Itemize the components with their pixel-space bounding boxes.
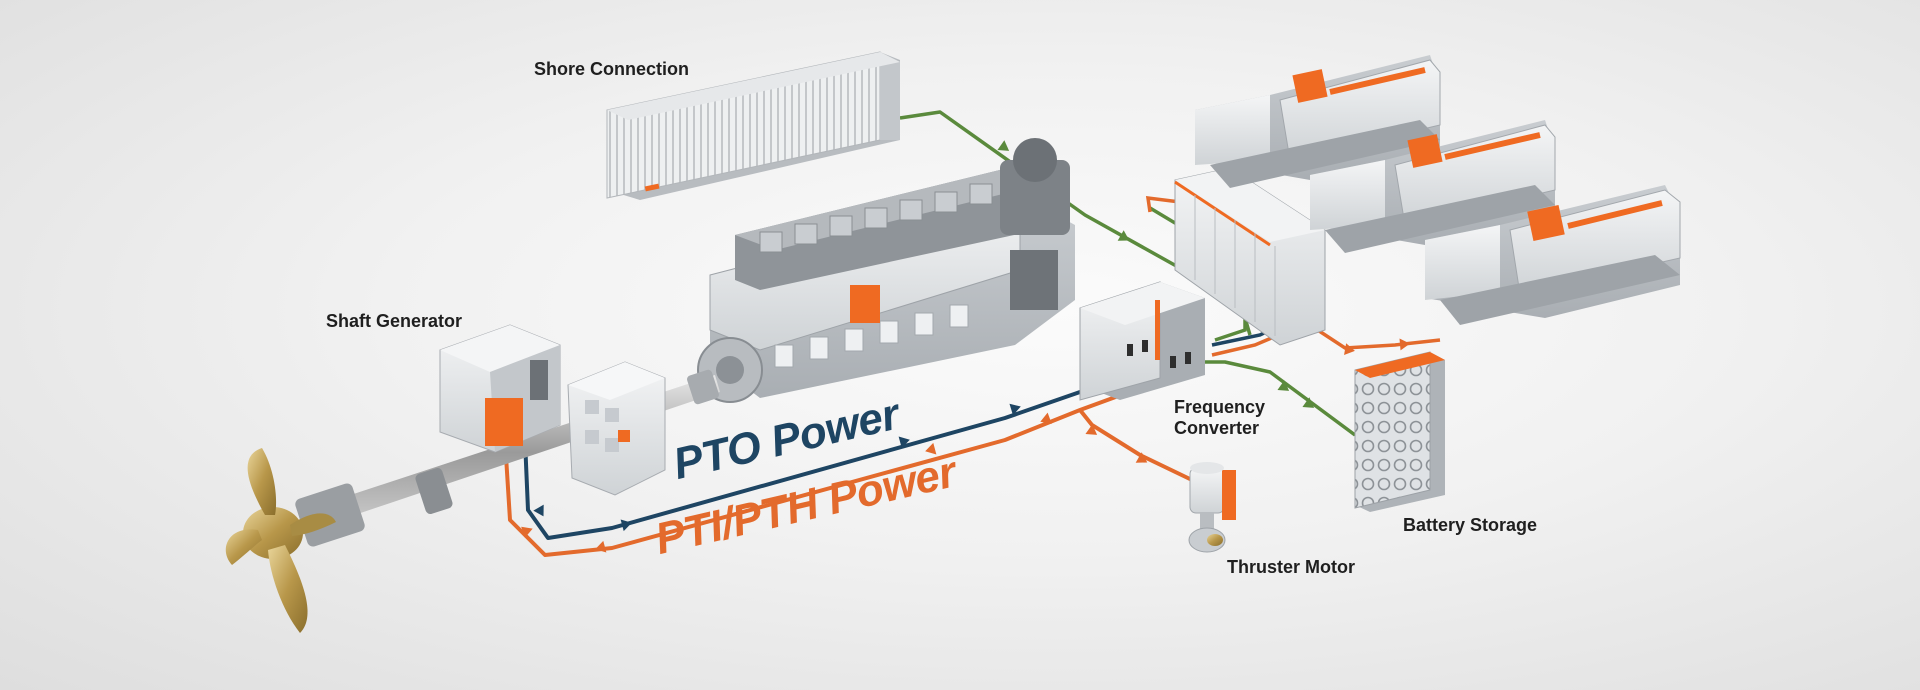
genset-2 (1310, 120, 1556, 253)
battery-line (1202, 360, 1357, 437)
shore-connection-container (606, 51, 900, 200)
shaft-generator (439, 324, 561, 453)
frequency-converter-label: Frequency Converter (1174, 397, 1265, 439)
thruster-line (1078, 408, 1193, 482)
main-engine (697, 138, 1075, 403)
frequency-converter-label-line1: Frequency (1174, 397, 1266, 417)
thruster-motor-label: Thruster Motor (1227, 557, 1355, 577)
shaft-generator-label: Shaft Generator (326, 311, 463, 331)
genset-1 (1195, 55, 1441, 188)
frequency-converter (1079, 281, 1205, 401)
propeller (225, 448, 336, 633)
shore-connection-label: Shore Connection (534, 59, 690, 79)
battery-storage (1354, 351, 1445, 512)
thruster-motor (1188, 462, 1236, 553)
frequency-converter-label-line2: Converter (1174, 418, 1260, 438)
gearbox (567, 361, 666, 496)
genset-3 (1425, 185, 1681, 325)
battery-storage-label: Battery Storage (1403, 515, 1538, 535)
